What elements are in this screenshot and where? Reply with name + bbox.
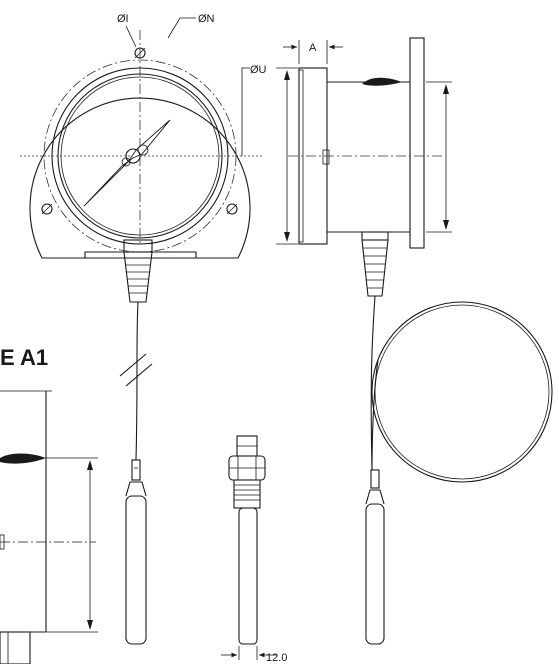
side-slot	[322, 149, 330, 165]
front-bulb	[125, 459, 147, 645]
bolt-hole-right	[226, 203, 238, 215]
section-blowout-plug	[0, 453, 46, 464]
side-case-body	[327, 81, 410, 233]
side-capillary	[370, 295, 376, 471]
side-dimensions: A	[276, 40, 452, 245]
stem-shaft	[238, 507, 258, 645]
capillary-coil	[371, 301, 553, 483]
partial-section-view: E A1	[0, 345, 98, 664]
side-capillary-connector	[361, 231, 389, 297]
section-title: E A1	[0, 345, 48, 370]
gauge-needle	[83, 119, 171, 207]
label-flange-dia: ØU	[250, 64, 267, 76]
front-capillary-connector	[123, 239, 153, 303]
stem-view: 12.0	[221, 435, 287, 664]
label-stem-dia: 12.0	[266, 652, 287, 664]
label-depth-a: A	[309, 42, 317, 54]
bolt-hole-left	[41, 203, 53, 215]
capillary-coil-inner	[374, 304, 550, 480]
front-housing-outline	[29, 97, 251, 259]
bolt-hole-top	[134, 47, 146, 59]
front-view	[20, 30, 262, 645]
label-bolt-circle-dia: ØN	[198, 13, 215, 25]
side-bulb	[365, 469, 385, 645]
front-housing-bottom-step	[42, 251, 238, 259]
side-blowout-plug	[362, 77, 402, 86]
front-capillary	[135, 301, 139, 461]
side-view	[288, 37, 553, 645]
stem-thread	[233, 479, 261, 509]
front-view-labels: ØI ØN ØU	[117, 13, 267, 156]
capillary-break-symbol	[119, 353, 153, 387]
label-bolt-hole-dia: ØI	[117, 13, 129, 25]
side-flange	[409, 37, 425, 249]
